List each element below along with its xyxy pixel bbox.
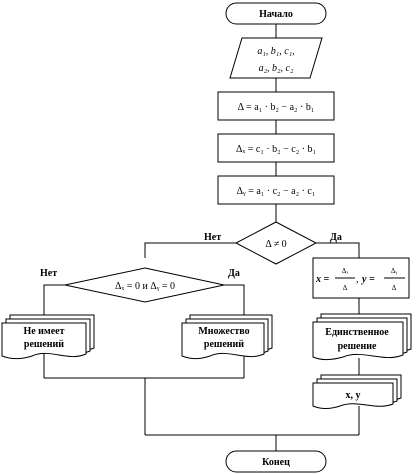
- zero-decision-condition: Δₓ = 0 и Δᵧ = 0: [115, 281, 175, 292]
- zero-decision-yes-label: Да: [228, 268, 240, 279]
- input-line-2: a₂, b₂, c₂: [259, 63, 294, 74]
- delta-x-block: Δₓ = c₁ · b₂ − c₂ · b₁: [217, 133, 335, 163]
- formula-x-numerator: Δₓ: [342, 267, 350, 275]
- unique-solution-line-1: Единственное: [325, 327, 389, 338]
- main-decision-yes-label: Да: [330, 232, 342, 243]
- connector-zero-yes-branch: [224, 284, 245, 315]
- unique-solution-document: Единственное решение: [312, 313, 412, 361]
- formula-y-denominator: Δ: [392, 284, 397, 292]
- connector-decision-no-branch: [144, 242, 236, 258]
- main-decision-condition: Δ ≠ 0: [265, 239, 286, 250]
- connectors: [43, 24, 360, 451]
- delta-y-block: Δᵧ = a₁ · c₂ − a₂ · c₁: [217, 175, 335, 205]
- end-terminal: Конец: [225, 450, 327, 473]
- delta-formula: Δ = a₁ · b₂ − a₂ · b₁: [238, 102, 315, 113]
- formula-x-denominator: Δ: [343, 284, 348, 292]
- start-terminal: Начало: [225, 2, 327, 25]
- no-solutions-line-1: Не имеет: [23, 326, 64, 337]
- formula-separator: ,: [356, 274, 359, 285]
- end-label: Конец: [262, 457, 290, 468]
- delta-x-formula: Δₓ = c₁ · b₂ − c₂ · b₁: [236, 144, 316, 155]
- start-label: Начало: [259, 9, 293, 20]
- no-solutions-line-2: решений: [24, 339, 64, 350]
- delta-block: Δ = a₁ · b₂ − a₂ · b₁: [217, 91, 335, 121]
- delta-y-formula: Δᵧ = a₁ · c₂ − a₂ · c₁: [237, 186, 316, 197]
- main-decision: Δ ≠ 0: [234, 221, 318, 265]
- many-solutions-document: Множество решений: [181, 314, 273, 360]
- connector-zero-no-branch: [43, 284, 65, 315]
- formula-block: x = Δₓ Δ , y = Δᵧ Δ: [312, 257, 410, 299]
- many-solutions-line-1: Множество: [198, 326, 249, 337]
- output-xy-document: x, y: [312, 374, 402, 410]
- main-decision-no-label: Нет: [204, 232, 221, 243]
- input-line-1: a₁, b₁, c₁,: [257, 46, 294, 57]
- unique-solution-line-2: решение: [338, 341, 377, 352]
- connector-decision-yes-branch: [316, 242, 360, 258]
- zero-decision: Δₓ = 0 и Δᵧ = 0: [64, 267, 225, 303]
- many-solutions-line-2: решений: [204, 339, 244, 350]
- formula-y-lhs: y =: [361, 274, 375, 285]
- output-xy-text: x, y: [346, 390, 361, 401]
- formula-y-numerator: Δᵧ: [391, 267, 398, 275]
- no-solutions-document: Не имеет решений: [1, 314, 95, 360]
- input-block: a₁, b₁, c₁, a₂, b₂, c₂: [229, 37, 323, 79]
- zero-decision-no-label: Нет: [40, 268, 57, 279]
- formula-x-lhs: x =: [315, 274, 330, 285]
